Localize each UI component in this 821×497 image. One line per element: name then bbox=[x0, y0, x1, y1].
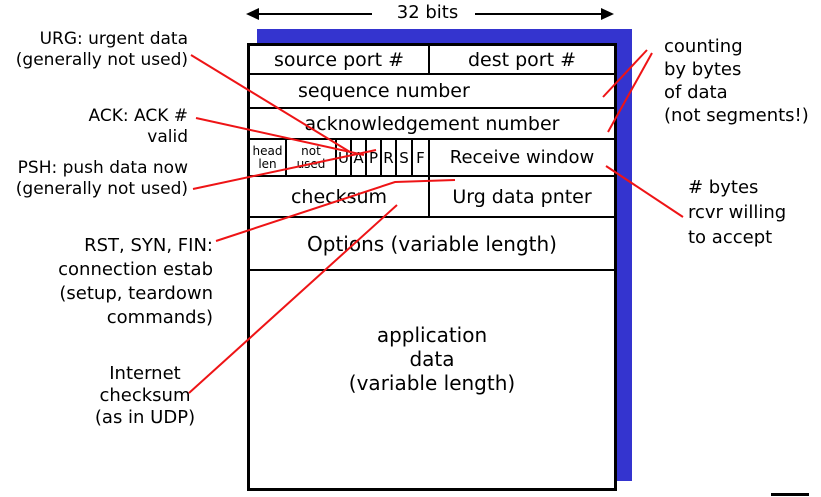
app-data-line3: (variable length) bbox=[348, 371, 516, 395]
row-checksum: checksum Urg data pnter bbox=[250, 177, 614, 218]
annotation-counting-line2: by bytes bbox=[664, 59, 742, 80]
flag-syn: S bbox=[397, 140, 413, 175]
span-arrow-left-head bbox=[246, 8, 259, 20]
annotation-urg: URG: urgent data (generally not used) bbox=[0, 29, 188, 71]
field-header-length: head len bbox=[250, 140, 287, 175]
annotation-rst-line2: connection estab bbox=[58, 259, 213, 280]
annotation-urg-line2: (generally not used) bbox=[15, 50, 188, 70]
annotation-receive-window: # bytes rcvr willing to accept bbox=[688, 175, 786, 250]
field-not-used: not used bbox=[287, 140, 337, 175]
app-data-line2: data bbox=[409, 347, 455, 371]
bit-width-label: 32 bits bbox=[396, 2, 459, 23]
annotation-psh: PSH: push data now (generally not used) bbox=[0, 158, 188, 200]
field-receive-window: Receive window bbox=[449, 147, 595, 168]
field-application-data: application data (variable length) bbox=[250, 271, 614, 395]
row-flags: head len not used U A P R S F Receive wi… bbox=[250, 140, 614, 177]
field-acknowledgement-number: acknowledgement number bbox=[304, 112, 560, 135]
row-acknowledgement: acknowledgement number bbox=[250, 109, 614, 140]
not-used-line1: not bbox=[301, 143, 321, 158]
annotation-counting-line3: of data bbox=[664, 82, 728, 103]
field-source-port: source port # bbox=[250, 46, 430, 73]
annotation-ack: ACK: ACK # valid bbox=[0, 106, 188, 148]
annotation-ack-line2: valid bbox=[147, 127, 188, 147]
annotation-bytes-line3: to accept bbox=[688, 227, 773, 248]
annotation-rst-line4: commands) bbox=[106, 307, 213, 328]
head-len-line2: len bbox=[258, 156, 277, 171]
field-dest-port: dest port # bbox=[467, 48, 577, 71]
flag-urg: U bbox=[337, 140, 352, 175]
annotation-bytes-line2: rcvr willing bbox=[688, 202, 787, 223]
field-urg-data-pointer: Urg data pnter bbox=[452, 185, 592, 208]
page-footer-line bbox=[771, 493, 809, 496]
field-options: Options (variable length) bbox=[307, 231, 557, 256]
row-sequence: sequence number bbox=[250, 75, 614, 109]
annotation-psh-line1: PSH: push data now bbox=[17, 158, 188, 178]
field-checksum: checksum bbox=[250, 177, 430, 216]
flag-psh: P bbox=[367, 140, 382, 175]
annotation-rst-line3: (setup, teardown bbox=[59, 283, 213, 304]
row-ports: source port # dest port # bbox=[250, 46, 614, 75]
annotation-ichk-line1: Internet bbox=[109, 363, 181, 384]
annotation-urg-line1: URG: urgent data bbox=[39, 29, 188, 49]
head-len-line1: head bbox=[252, 143, 283, 158]
annotation-rst-line1: RST, SYN, FIN: bbox=[84, 235, 213, 256]
annotation-rst-syn-fin: RST, SYN, FIN: connection estab (setup, … bbox=[0, 234, 213, 330]
row-application-data: application data (variable length) bbox=[250, 271, 614, 488]
annotation-ichk-line2: checksum bbox=[99, 385, 191, 406]
field-sequence-number: sequence number bbox=[298, 80, 470, 102]
annotation-ichk-line3: (as in UDP) bbox=[94, 407, 196, 428]
flag-rst: R bbox=[382, 140, 397, 175]
not-used-line2: used bbox=[296, 156, 326, 171]
annotation-psh-line2: (generally not used) bbox=[15, 179, 188, 199]
annotation-bytes-line1: # bytes bbox=[688, 177, 759, 198]
annotation-counting-line4: (not segments!) bbox=[664, 105, 809, 126]
tcp-segment-table: source port # dest port # sequence numbe… bbox=[247, 43, 617, 491]
annotation-counting: counting by bytes of data (not segments!… bbox=[664, 35, 809, 127]
span-arrow-right-head bbox=[601, 8, 614, 20]
app-data-line1: application bbox=[376, 323, 488, 347]
annotation-ack-line1: ACK: ACK # bbox=[88, 106, 188, 126]
annotation-internet-checksum: Internet checksum (as in UDP) bbox=[85, 363, 205, 429]
row-options: Options (variable length) bbox=[250, 218, 614, 271]
flag-fin: F bbox=[413, 140, 430, 175]
annotation-counting-line1: counting bbox=[664, 36, 743, 57]
flag-ack: A bbox=[352, 140, 367, 175]
